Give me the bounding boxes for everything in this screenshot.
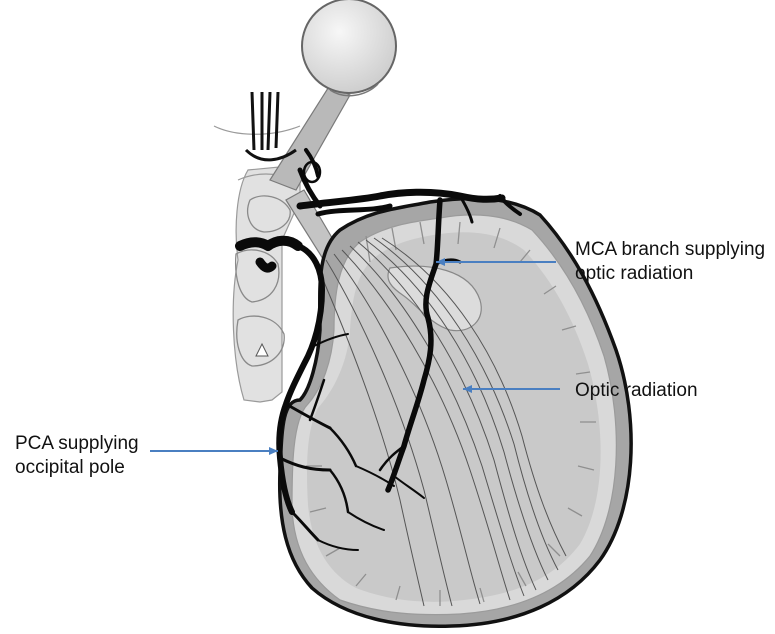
- optic-radiation-label-text: Optic radiation: [575, 380, 698, 401]
- anterior-vessels: [244, 91, 297, 162]
- arterial-tree: [235, 148, 522, 551]
- mca-branch-label: MCA branch supplying optic radiation: [575, 238, 765, 286]
- eye-globe: [301, 0, 397, 97]
- mca-branch-label-line2: optic radiation: [575, 263, 694, 284]
- optic-radiation-label: Optic radiation: [575, 379, 698, 403]
- midbrain-section: [213, 125, 301, 403]
- mca-branch-label-line1: MCA branch supplying: [575, 239, 766, 260]
- pca-label: PCA supplying occipital pole: [15, 432, 139, 480]
- pca-label-line1: PCA supplying: [15, 433, 139, 454]
- pca-label-line2: occipital pole: [15, 457, 125, 478]
- annotation-arrows: [150, 258, 560, 455]
